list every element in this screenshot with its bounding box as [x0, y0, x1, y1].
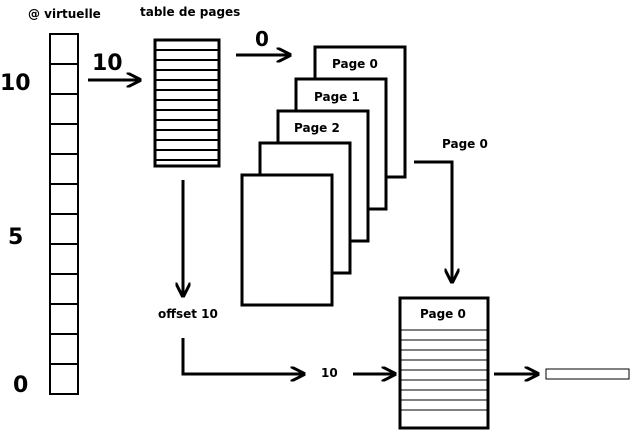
- arrow-offset-to-value: [181, 338, 304, 374]
- page-2-label: Page 2: [294, 121, 340, 135]
- selected-page-title: Page 0: [420, 307, 466, 321]
- page-table-output-label: 0: [255, 27, 269, 51]
- offset-label: offset 10: [158, 307, 218, 321]
- page-1-label: Page 1: [314, 90, 360, 104]
- page-table: [153, 38, 221, 168]
- index-label-0: 0: [13, 373, 28, 398]
- virtual-address-title: @ virtuelle: [28, 7, 101, 21]
- page-table-title: table de pages: [140, 5, 240, 19]
- offset-value-label: 10: [321, 366, 338, 380]
- virtual-address-column: [49, 33, 79, 395]
- pages-stack: Page 0 Page 1 Page 2: [240, 45, 407, 307]
- selected-page-arrow-label: Page 0: [442, 137, 488, 151]
- result-cell: [545, 368, 630, 380]
- arrow-to-selected-page: [414, 160, 452, 282]
- index-label-10: 10: [0, 71, 31, 96]
- page-table-input-label: 10: [92, 51, 123, 76]
- page-0-label: Page 0: [332, 57, 378, 71]
- page-4-card: [240, 173, 334, 307]
- selected-page-box: Page 0: [398, 296, 490, 430]
- index-label-5: 5: [8, 225, 23, 250]
